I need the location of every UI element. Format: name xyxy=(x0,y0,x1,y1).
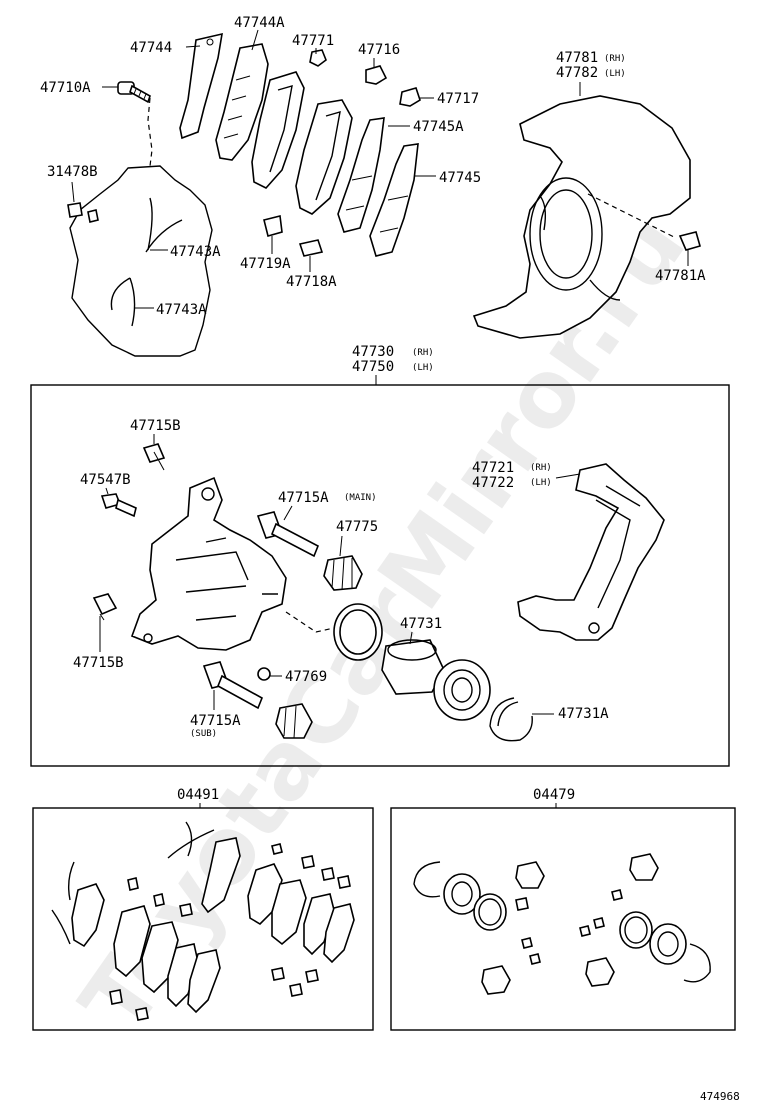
piston-seal xyxy=(333,603,383,661)
suffix-main: (MAIN) xyxy=(344,493,377,503)
label-47715a-main: 47715A xyxy=(278,490,329,506)
pin-boot-sub xyxy=(275,703,313,739)
shim-47745 xyxy=(369,143,419,257)
top-labels: 47744 47744A 47771 47716 47717 47710A 47… xyxy=(40,15,706,318)
pad-kit-frame-04491 xyxy=(32,807,374,1031)
caliper-cylinder-body xyxy=(130,476,335,651)
bolt-47715b-top xyxy=(142,443,166,471)
slide-pin-47715a-sub xyxy=(202,661,264,710)
label-47718a: 47718A xyxy=(286,274,337,290)
piston-47731 xyxy=(381,639,445,695)
bleeder-47547b xyxy=(100,493,137,518)
label-47730: 47730 xyxy=(352,344,394,360)
label-47771: 47771 xyxy=(292,33,334,49)
suffix-lh-1: (LH) xyxy=(604,69,626,79)
label-47715b-2: 47715B xyxy=(73,655,124,671)
clip-47719a xyxy=(263,215,283,237)
pin-boot-47775 xyxy=(323,555,363,591)
label-47722: 47722 xyxy=(472,475,514,491)
pad-support-clip-47716 xyxy=(365,65,388,85)
suffix-lh-2: (LH) xyxy=(412,363,434,373)
pad-support-clip-47717 xyxy=(399,87,421,107)
label-47717: 47717 xyxy=(437,91,479,107)
label-47721: 47721 xyxy=(472,460,514,476)
label-47715b-1: 47715B xyxy=(130,418,181,434)
label-47750: 47750 xyxy=(352,359,394,375)
label-47781: 47781 xyxy=(556,50,598,66)
label-47731a: 47731A xyxy=(558,706,609,722)
slide-pin-47715a-main xyxy=(256,511,320,558)
label-47781a: 47781A xyxy=(655,268,706,284)
middle-labels: 47715B 47547B 47715A (MAIN) 47775 47721 … xyxy=(73,418,609,739)
suffix-rh-1: (RH) xyxy=(604,54,626,64)
seal-kit-contents-04479 xyxy=(413,853,711,995)
cover-bolt-47781a xyxy=(678,231,701,251)
brake-pad-outer xyxy=(295,99,353,215)
label-47743a-2: 47743A xyxy=(156,302,207,318)
suffix-rh-2: (RH) xyxy=(412,348,434,358)
caliper-mounting-47721 xyxy=(517,463,665,641)
label-47719a: 47719A xyxy=(240,256,291,272)
label-47782: 47782 xyxy=(556,65,598,81)
label-47715a-sub: 47715A xyxy=(190,713,241,729)
label-47743a-1: 47743A xyxy=(170,244,221,260)
snap-ring-47731a xyxy=(489,697,533,742)
label-47731: 47731 xyxy=(400,616,442,632)
bleeder-cap-31478b xyxy=(67,202,99,223)
label-47744a: 47744A xyxy=(234,15,285,31)
pad-shim-47744 xyxy=(179,32,223,140)
pad-shim-47744a xyxy=(215,43,269,161)
label-47775: 47775 xyxy=(336,519,378,535)
bleeder-plug-47710a xyxy=(117,81,151,104)
disc-dust-cover-47781 xyxy=(472,95,691,339)
brake-pad-inner xyxy=(251,71,305,189)
bolt-47715b-bottom xyxy=(92,593,118,621)
label-47710a: 47710A xyxy=(40,80,91,96)
bush-47769 xyxy=(257,667,271,681)
label-47769: 47769 xyxy=(285,669,327,685)
caliper-assembly-frame xyxy=(30,384,730,767)
shim-47745a xyxy=(337,117,385,233)
label-47716: 47716 xyxy=(358,42,400,58)
diagram-id: 474968 xyxy=(700,1090,740,1103)
label-31478b: 31478B xyxy=(47,164,98,180)
clip-47718a xyxy=(298,239,324,257)
label-47745: 47745 xyxy=(439,170,481,186)
label-04491: 04491 xyxy=(177,787,219,803)
label-47744: 47744 xyxy=(130,40,172,56)
suffix-rh-3: (RH) xyxy=(530,463,552,473)
suffix-lh-3: (LH) xyxy=(530,478,552,488)
label-04479: 04479 xyxy=(533,787,575,803)
anti-rattle-clip-47771 xyxy=(309,49,327,67)
label-47745a: 47745A xyxy=(413,119,464,135)
label-47547b: 47547B xyxy=(80,472,131,488)
pad-kit-contents-04491 xyxy=(51,821,355,1021)
cylinder-boot xyxy=(433,659,491,721)
suffix-sub: (SUB) xyxy=(190,729,217,739)
seal-kit-frame-04479 xyxy=(390,807,736,1031)
